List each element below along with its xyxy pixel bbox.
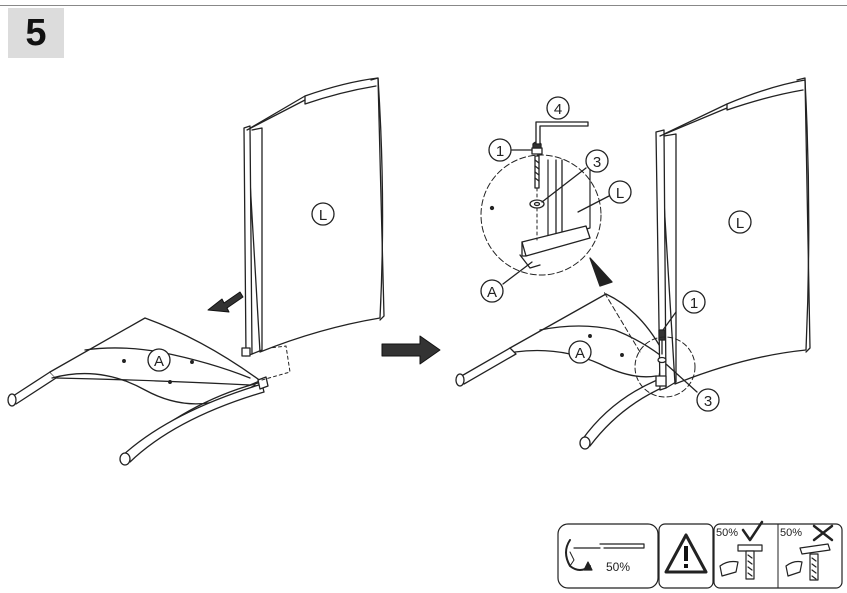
callout-hex-key: 4 [546, 96, 570, 120]
correct-percent: 50% [716, 527, 738, 539]
left-frame-label: A [147, 348, 171, 372]
main-bolt-icon [657, 329, 667, 364]
hex-key-icon [535, 121, 589, 145]
torque-box [557, 523, 659, 589]
callout-4: 4 [554, 101, 562, 118]
torque-percent: 50% [606, 560, 630, 574]
step-number-badge: 5 [8, 8, 64, 58]
callout-bolt-main: 1 [662, 290, 706, 331]
move-arrow-icon [207, 291, 244, 313]
label-a-left: A [154, 353, 164, 370]
detail-link-line [603, 291, 641, 353]
label-l-left: L [319, 207, 327, 224]
label-a-right: A [575, 345, 585, 362]
notice-panel: 50% 50% 50% [557, 520, 843, 589]
right-panel-l [655, 77, 811, 391]
right-frame-a [455, 293, 667, 450]
callout-1-detail: 1 [496, 143, 504, 160]
label-l-right: L [736, 215, 744, 232]
step-number: 5 [25, 11, 47, 54]
cross-mark-icon [812, 524, 834, 542]
callout-washer-detail: 3 [541, 149, 609, 203]
callout-panel-detail: L [577, 180, 632, 213]
callout-3-main: 3 [704, 393, 712, 410]
callout-l-detail: L [616, 185, 624, 202]
callout-a-detail: A [487, 284, 497, 301]
check-mark-icon [741, 520, 764, 542]
callout-1-main: 1 [690, 295, 698, 312]
correct-bolt-icon [719, 544, 763, 580]
incorrect-bolt-icon [785, 543, 831, 581]
callout-washer-main: 3 [665, 363, 720, 412]
joint-highlight-circle [634, 336, 696, 398]
detail-arrow-icon [589, 257, 613, 287]
right-panel-label: L [728, 210, 752, 234]
warning-triangle-icon [664, 533, 708, 574]
top-divider-line [0, 5, 847, 6]
torque-tool-icon [565, 539, 645, 571]
incorrect-percent: 50% [780, 527, 802, 539]
left-panel-label: L [311, 202, 335, 226]
callout-frame-detail: A [480, 261, 533, 303]
callout-bolt-detail: 1 [488, 138, 533, 162]
step-arrow-icon [381, 335, 441, 365]
right-frame-label: A [568, 340, 592, 364]
callout-3-detail: 3 [593, 154, 601, 171]
detail-bubble [480, 141, 602, 276]
